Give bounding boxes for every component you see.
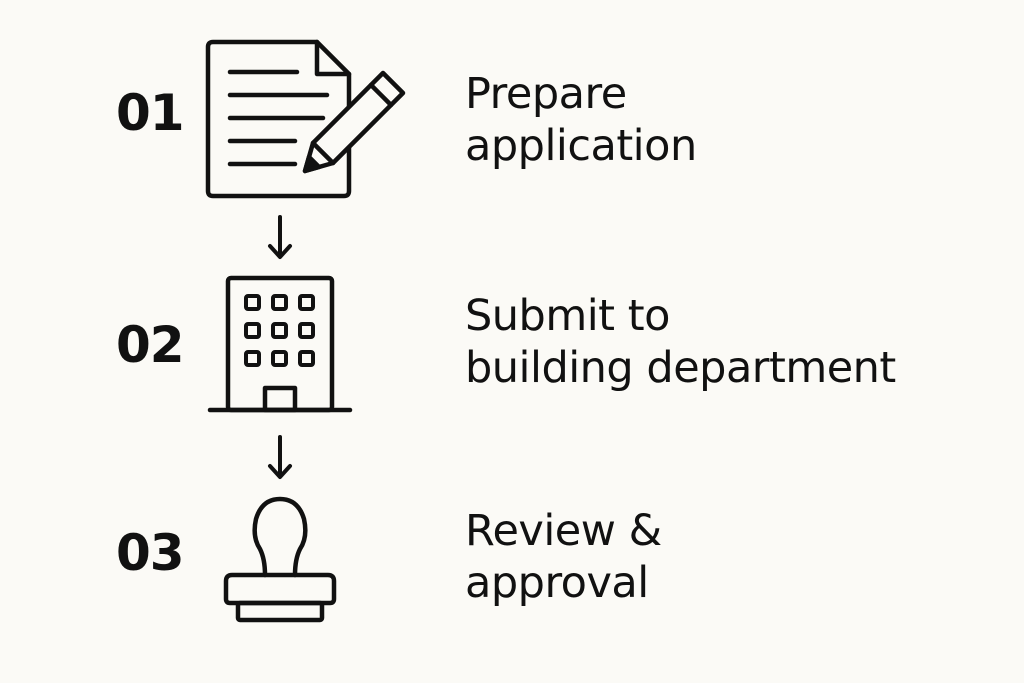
step-label-line: Submit to [465, 291, 670, 341]
office-building-icon [207, 274, 353, 416]
down-arrow-icon [267, 214, 293, 262]
step-label-line: approval [465, 558, 649, 608]
step-label-line: application [465, 121, 697, 171]
step-label: Prepare application [465, 68, 697, 172]
step-label: Submit to building department [465, 290, 896, 394]
rubber-stamp-icon [220, 495, 340, 625]
step-number: 01 [116, 84, 185, 142]
down-arrow-icon [267, 434, 293, 482]
step-label-line: Prepare [465, 69, 627, 119]
step-label-line: Review & [465, 506, 662, 556]
step-label-line: building department [465, 343, 896, 393]
step-number: 03 [116, 524, 185, 582]
document-pencil-icon [205, 39, 415, 200]
step-label: Review & approval [465, 505, 662, 609]
step-number: 02 [116, 316, 185, 374]
